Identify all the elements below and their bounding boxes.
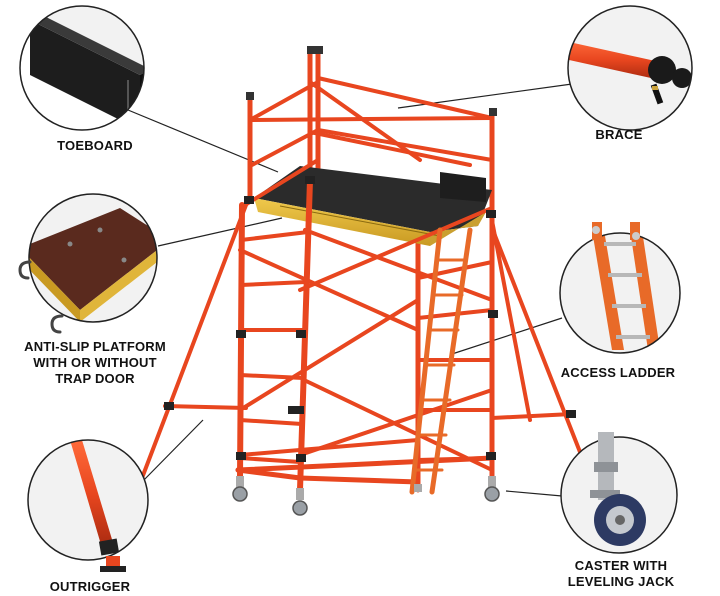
ladder-detail-image — [559, 232, 681, 354]
outrigger-detail-image — [27, 439, 149, 561]
leader-caster — [505, 490, 563, 497]
outrigger-foot — [100, 556, 126, 572]
platform-label: ANTI-SLIP PLATFORM WITH OR WITHOUT TRAP … — [24, 339, 166, 386]
outrigger-label: OUTRIGGER — [49, 579, 131, 594]
caster-detail-image — [560, 436, 678, 554]
brace-label: BRACE — [595, 127, 643, 142]
platform-detail-image — [28, 193, 158, 323]
scaffold-tower — [140, 46, 582, 516]
leader-outrigger — [139, 419, 204, 485]
leader-ladder — [451, 317, 563, 355]
access-ladder-label: ACCESS LADDER — [560, 365, 676, 380]
toeboard-label: TOEBOARD — [57, 138, 133, 153]
outriggers — [140, 203, 582, 480]
hook-icon — [18, 260, 64, 334]
leader-lines — [127, 83, 573, 497]
leader-platform — [157, 217, 283, 247]
access-ladder — [409, 227, 473, 495]
leader-toeboard — [127, 109, 279, 173]
casters — [232, 476, 500, 516]
toeboard-detail-image — [19, 5, 145, 131]
caster-label: CASTER WITH LEVELING JACK — [567, 558, 675, 589]
brace-detail-image — [567, 5, 693, 131]
